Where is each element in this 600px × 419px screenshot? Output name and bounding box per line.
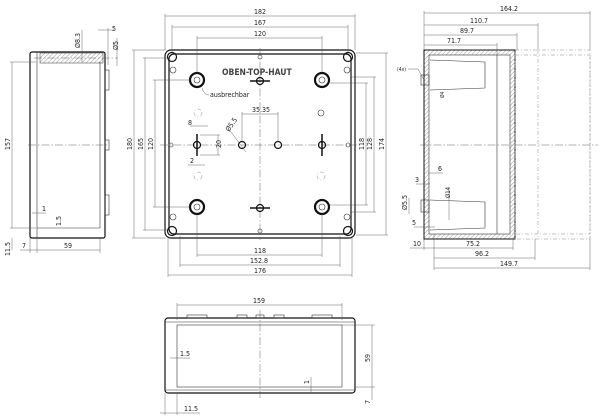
dim-110-7: 110.7 bbox=[470, 17, 488, 25]
dim-118-right: 118 bbox=[358, 138, 366, 150]
dim-1-bottom: 1 bbox=[303, 380, 311, 384]
dim-59: 59 bbox=[64, 242, 72, 250]
dim-8: 8 bbox=[188, 119, 192, 127]
dim-59-bottom: 59 bbox=[364, 354, 372, 362]
dim-120-left: 120 bbox=[147, 138, 155, 150]
dim-d14: Ø14 bbox=[445, 186, 452, 198]
dim-118-bottom: 118 bbox=[254, 247, 266, 255]
dim-35-35: 35.35 bbox=[252, 106, 270, 114]
dim-d8-3: Ø8.3 bbox=[74, 33, 82, 48]
dim-120-top: 120 bbox=[254, 30, 266, 38]
corner-screws bbox=[166, 51, 354, 237]
dim-7-bottom: 7 bbox=[364, 400, 372, 404]
dim-d5-5-right: Ø5.5 bbox=[401, 195, 409, 210]
dim-164-2: 164.2 bbox=[500, 5, 518, 13]
dim-174: 174 bbox=[378, 138, 386, 150]
dim-1: 1 bbox=[42, 205, 46, 213]
dim-7: 7 bbox=[22, 242, 26, 250]
dim-d5: Ø5 bbox=[112, 41, 120, 50]
dim-d5-5: Ø5.5 bbox=[224, 116, 239, 133]
dim-182: 182 bbox=[254, 8, 266, 16]
dim-11-5: 11.5 bbox=[4, 242, 12, 256]
dim-165: 165 bbox=[137, 138, 145, 150]
dim-167: 167 bbox=[254, 19, 266, 27]
dim-20: 20 bbox=[215, 140, 223, 148]
dim-157: 157 bbox=[4, 138, 12, 150]
dim-3: 3 bbox=[415, 176, 419, 184]
dim-1-5-bottom: 1.5 bbox=[180, 350, 190, 358]
dim-75-2: 75.2 bbox=[466, 240, 480, 248]
dim-149-7: 149.7 bbox=[500, 260, 518, 268]
dim-d4: Ø4 bbox=[439, 91, 446, 98]
front-view: OBEN-TOP-HAUT ausbrechbar 182 167 120 35… bbox=[126, 8, 388, 277]
dim-11-5-bottom: 11.5 bbox=[184, 405, 198, 413]
dim-152-8: 152.8 bbox=[250, 257, 268, 265]
holes bbox=[168, 54, 351, 234]
dim-5: 5 bbox=[112, 25, 116, 33]
dim-1-5: 1.5 bbox=[55, 216, 63, 226]
knockout-label: ausbrechbar bbox=[210, 91, 250, 99]
bottom-view: 159 59 7 1.5 1 11.5 bbox=[160, 297, 375, 415]
dim-89-7: 89.7 bbox=[460, 27, 474, 35]
dim-176: 176 bbox=[254, 267, 266, 275]
right-section-view: 164.2 110.7 89.7 71.7 (4x) Ø4 6 3 Ø5.5 Ø… bbox=[397, 5, 598, 270]
dim-10: 10 bbox=[413, 240, 421, 248]
left-side-view: 157 11.5 7 59 1 1.5 Ø8.3 5 Ø5 bbox=[4, 25, 120, 256]
dim-2: 2 bbox=[190, 157, 194, 165]
top-label: OBEN-TOP-HAUT bbox=[222, 68, 292, 78]
dim-180: 180 bbox=[126, 138, 134, 150]
dim-71-7: 71.7 bbox=[447, 37, 461, 45]
dim-96-2: 96.2 bbox=[475, 250, 489, 258]
dim-128: 128 bbox=[366, 138, 374, 150]
dim-5-right: 5 bbox=[412, 219, 416, 227]
label-4x: (4x) bbox=[397, 67, 406, 73]
dim-159: 159 bbox=[253, 297, 265, 305]
dim-6: 6 bbox=[438, 165, 442, 173]
